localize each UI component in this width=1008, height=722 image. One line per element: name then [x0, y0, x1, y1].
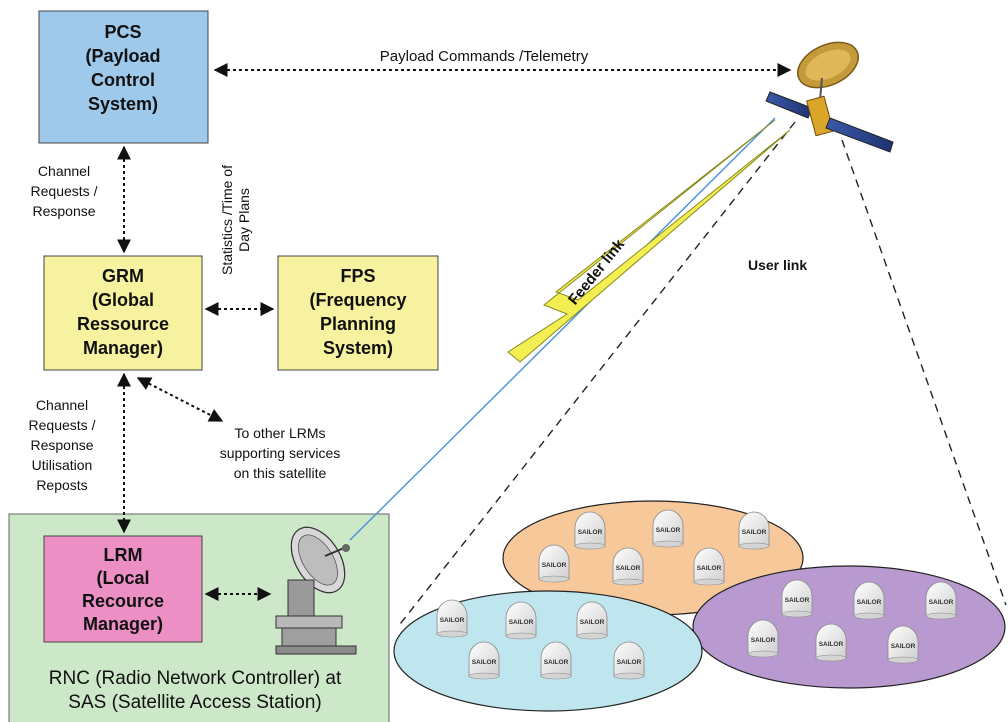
sailor-brand-label: SAILOR — [857, 599, 882, 606]
sailor-terminal-icon: SAILOR — [540, 641, 572, 680]
other-lrms-label: To other LRMs supporting services on thi… — [220, 425, 341, 481]
sailor-terminal-icon: SAILOR — [538, 544, 570, 583]
sailor-terminal-icon: SAILOR — [781, 579, 813, 618]
user-link-label: User link — [748, 257, 807, 273]
channel-requests-top-line-3: Response — [32, 203, 95, 219]
sailor-brand-label: SAILOR — [742, 529, 767, 536]
lrm-line-2: (Local — [96, 568, 149, 588]
pcs-line-3: Control — [91, 70, 155, 90]
statistics-line-1: Statistics /Time of — [219, 165, 235, 275]
lrm-box: LRM (Local Recource Manager) — [43, 535, 203, 643]
sailor-terminal-icon: SAILOR — [738, 511, 770, 550]
grm-title: GRM — [102, 266, 144, 286]
sailor-brand-label: SAILOR — [819, 641, 844, 648]
sailor-terminal-icon: SAILOR — [887, 625, 919, 664]
channel-requests-bottom-line-4: Utilisation — [32, 457, 93, 473]
sailor-terminal-icon: SAILOR — [925, 581, 957, 620]
other-lrms-line-3: on this satellite — [234, 465, 327, 481]
sailor-terminal-icon: SAILOR — [652, 509, 684, 548]
sailor-terminal-icon: SAILOR — [853, 581, 885, 620]
sailor-brand-label: SAILOR — [578, 529, 603, 536]
statistics-line-2: Day Plans — [236, 188, 252, 252]
other-lrms-line-1: To other LRMs — [234, 425, 325, 441]
fps-box: FPS (Frequency Planning System) — [277, 255, 439, 371]
sailor-terminal-icon: SAILOR — [612, 547, 644, 586]
fps-line-2: (Frequency — [309, 290, 406, 310]
sailor-brand-label: SAILOR — [891, 643, 916, 650]
fps-line-3: Planning — [320, 314, 396, 334]
feeder-link-bolt — [507, 119, 791, 363]
sailor-terminal-icon: SAILOR — [468, 641, 500, 680]
ground-station-antenna-icon — [275, 526, 357, 655]
sailor-brand-label: SAILOR — [656, 527, 681, 534]
sailor-terminal-icon: SAILOR — [576, 601, 608, 640]
statistics-label: Statistics /Time of Day Plans — [219, 165, 252, 275]
user-beam-lines — [396, 121, 1007, 629]
arrow-grm-other-lrms — [136, 377, 224, 422]
coverage-cell-purple — [692, 565, 1006, 689]
sailor-brand-label: SAILOR — [542, 562, 567, 569]
sailor-terminal-icon: SAILOR — [693, 547, 725, 586]
rnc-label-line-2: SAS (Satellite Access Station) — [68, 692, 321, 713]
channel-requests-top-line-1: Channel — [38, 163, 90, 179]
lrm-line-3: Recource — [82, 591, 164, 611]
pcs-line-2: (Payload — [85, 46, 160, 66]
sailor-brand-label: SAILOR — [509, 619, 534, 626]
connection-arrows — [117, 63, 792, 601]
sailor-brand-label: SAILOR — [785, 597, 810, 604]
channel-requests-top-line-2: Requests / — [31, 183, 98, 199]
lrm-title: LRM — [104, 545, 143, 565]
sailor-brand-label: SAILOR — [440, 617, 465, 624]
grm-line-2: (Global — [92, 290, 154, 310]
lrm-line-4: Manager) — [83, 614, 163, 634]
grm-line-4: Manager) — [83, 338, 163, 358]
sailor-terminal-icon: SAILOR — [747, 619, 779, 658]
coverage-cells — [393, 500, 1006, 712]
sailor-brand-label: SAILOR — [616, 565, 641, 572]
sailor-brand-label: SAILOR — [929, 599, 954, 606]
channel-requests-top-label: Channel Requests / Response — [31, 163, 98, 219]
sailor-brand-label: SAILOR — [544, 659, 569, 666]
grm-box: GRM (Global Ressource Manager) — [43, 255, 203, 371]
channel-requests-bottom-line-5: Reposts — [36, 477, 87, 493]
fps-title: FPS — [340, 266, 375, 286]
sailor-brand-label: SAILOR — [617, 659, 642, 666]
sailor-brand-label: SAILOR — [697, 565, 722, 572]
sailor-terminal-icon: SAILOR — [505, 601, 537, 640]
channel-requests-bottom-line-1: Channel — [36, 397, 88, 413]
channel-requests-bottom-line-3: Response — [30, 437, 93, 453]
sailor-brand-label: SAILOR — [751, 637, 776, 644]
satellite-icon — [765, 41, 894, 153]
channel-requests-bottom-label: Channel Requests / Response Utilisation … — [29, 397, 96, 493]
sailor-terminal-icon: SAILOR — [613, 641, 645, 680]
sailor-terminal-icon: SAILOR — [574, 511, 606, 550]
sailor-terminals: SAILOR SAILOR SAILOR SAILOR SAILOR SAILOR SAIL… — [436, 509, 957, 680]
sailor-terminal-icon: SAILOR — [815, 623, 847, 662]
sailor-terminal-icon: SAILOR — [436, 599, 468, 638]
payload-commands-label: Payload Commands /Telemetry — [380, 48, 589, 65]
pcs-title: PCS — [104, 22, 141, 42]
channel-requests-bottom-line-2: Requests / — [29, 417, 96, 433]
pcs-line-4: System) — [88, 94, 158, 114]
rnc-label-line-1: RNC (Radio Network Controller) at — [49, 668, 342, 689]
pcs-box: PCS (Payload Control System) — [38, 10, 209, 144]
other-lrms-line-2: supporting services — [220, 445, 341, 461]
sailor-brand-label: SAILOR — [472, 659, 497, 666]
grm-line-3: Ressource — [77, 314, 169, 334]
fps-line-4: System) — [323, 338, 393, 358]
sailor-brand-label: SAILOR — [580, 619, 605, 626]
